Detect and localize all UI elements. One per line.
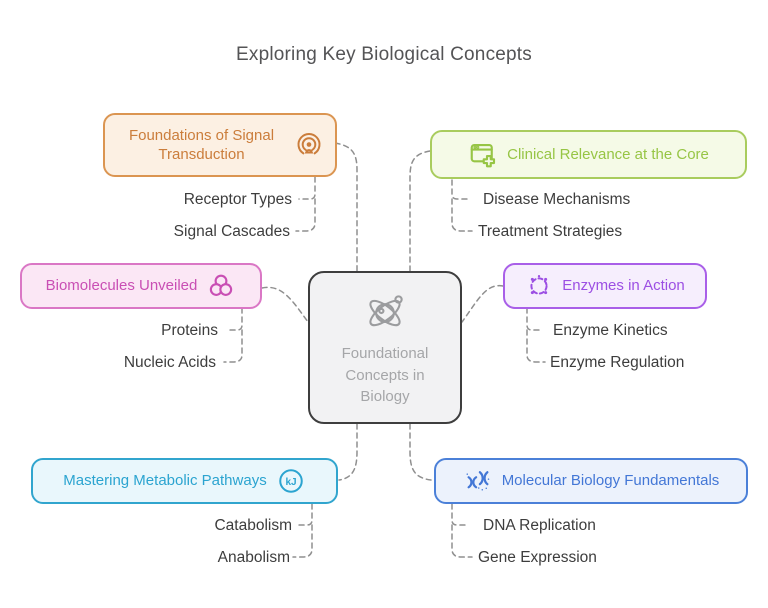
leaf-nucleic-acids[interactable]: Nucleic Acids xyxy=(123,354,216,371)
leaf-dna-replication[interactable]: DNA Replication xyxy=(483,517,596,534)
branch-node-label: Molecular Biology Fundamentals xyxy=(501,472,720,490)
connector-metab-leaf1 xyxy=(295,503,313,526)
podcast-icon xyxy=(295,131,323,159)
leaf-proteins[interactable]: Proteins xyxy=(161,322,218,339)
leaf-disease-mechanisms[interactable]: Disease Mechanisms xyxy=(483,191,631,208)
branch-node-label: Clinical Relevance at the Core xyxy=(507,145,709,163)
leaf-gene-expression[interactable]: Gene Expression xyxy=(478,549,597,566)
connector-clinical-leaf1 xyxy=(451,179,469,200)
connector-enzyme-leaf1 xyxy=(526,307,543,331)
leaf-treatment-strategies[interactable]: Treatment Strategies xyxy=(478,223,623,240)
connector-enzyme-center xyxy=(461,285,504,323)
branch-node-enzymes[interactable]: Enzymes in Action xyxy=(503,263,707,309)
connector-signal-leaf2 xyxy=(295,198,316,232)
central-node-label: Foundational Concepts in Biology xyxy=(341,344,429,406)
leaf-enzyme-kinetics[interactable]: Enzyme Kinetics xyxy=(553,322,668,339)
branch-node-label: Enzymes in Action xyxy=(562,277,685,295)
page-title: Exploring Key Biological Concepts xyxy=(236,44,532,65)
connector-molec-leaf2 xyxy=(451,524,473,558)
leaf-receptor-types[interactable]: Receptor Types xyxy=(183,191,292,208)
chromosome-icon xyxy=(463,466,493,496)
connector-clinical-leaf2 xyxy=(451,198,473,232)
connector-clinical-center xyxy=(409,150,431,272)
branch-node-label: Foundations of Signal Transduction xyxy=(128,126,275,164)
connector-metab-center xyxy=(338,423,358,481)
branch-node-clinical-relevance[interactable]: Clinical Relevance at the Core xyxy=(430,130,747,179)
medical-app-window-icon xyxy=(468,140,498,170)
kilojoule-icon-text: kJ xyxy=(285,477,296,488)
connector-molec-leaf1 xyxy=(451,503,469,526)
connector-biomol-center xyxy=(261,286,309,323)
connector-signal-center xyxy=(334,142,358,272)
connector-metab-leaf2 xyxy=(292,524,313,558)
leaf-enzyme-regulation[interactable]: Enzyme Regulation xyxy=(550,354,685,371)
branch-node-molecular-biology[interactable]: Molecular Biology Fundamentals xyxy=(434,458,748,504)
connector-enzyme-leaf2 xyxy=(526,329,546,363)
branch-node-biomolecules[interactable]: Biomolecules Unveiled xyxy=(20,263,262,309)
enzyme-ring-icon xyxy=(525,272,553,300)
connector-signal-leaf1 xyxy=(298,176,316,200)
branch-node-signal-transduction[interactable]: Foundations of Signal Transduction xyxy=(103,113,337,177)
branch-node-metabolic-pathways[interactable]: Mastering Metabolic Pathways kJ xyxy=(31,458,338,504)
branch-node-label: Biomolecules Unveiled xyxy=(45,277,198,295)
connector-biomol-leaf2 xyxy=(223,329,243,363)
kilojoule-icon: kJ xyxy=(276,466,306,496)
branch-node-label: Mastering Metabolic Pathways xyxy=(63,472,267,490)
connector-molec-center xyxy=(409,423,432,481)
leaf-signal-cascades[interactable]: Signal Cascades xyxy=(173,223,290,240)
leaf-catabolism[interactable]: Catabolism xyxy=(214,517,292,534)
atom-icon xyxy=(360,287,410,337)
molecule-circles-icon xyxy=(206,271,236,301)
connector-biomol-leaf1 xyxy=(226,307,243,331)
central-node[interactable]: Foundational Concepts in Biology xyxy=(308,271,462,424)
leaf-anabolism[interactable]: Anabolism xyxy=(217,549,290,566)
